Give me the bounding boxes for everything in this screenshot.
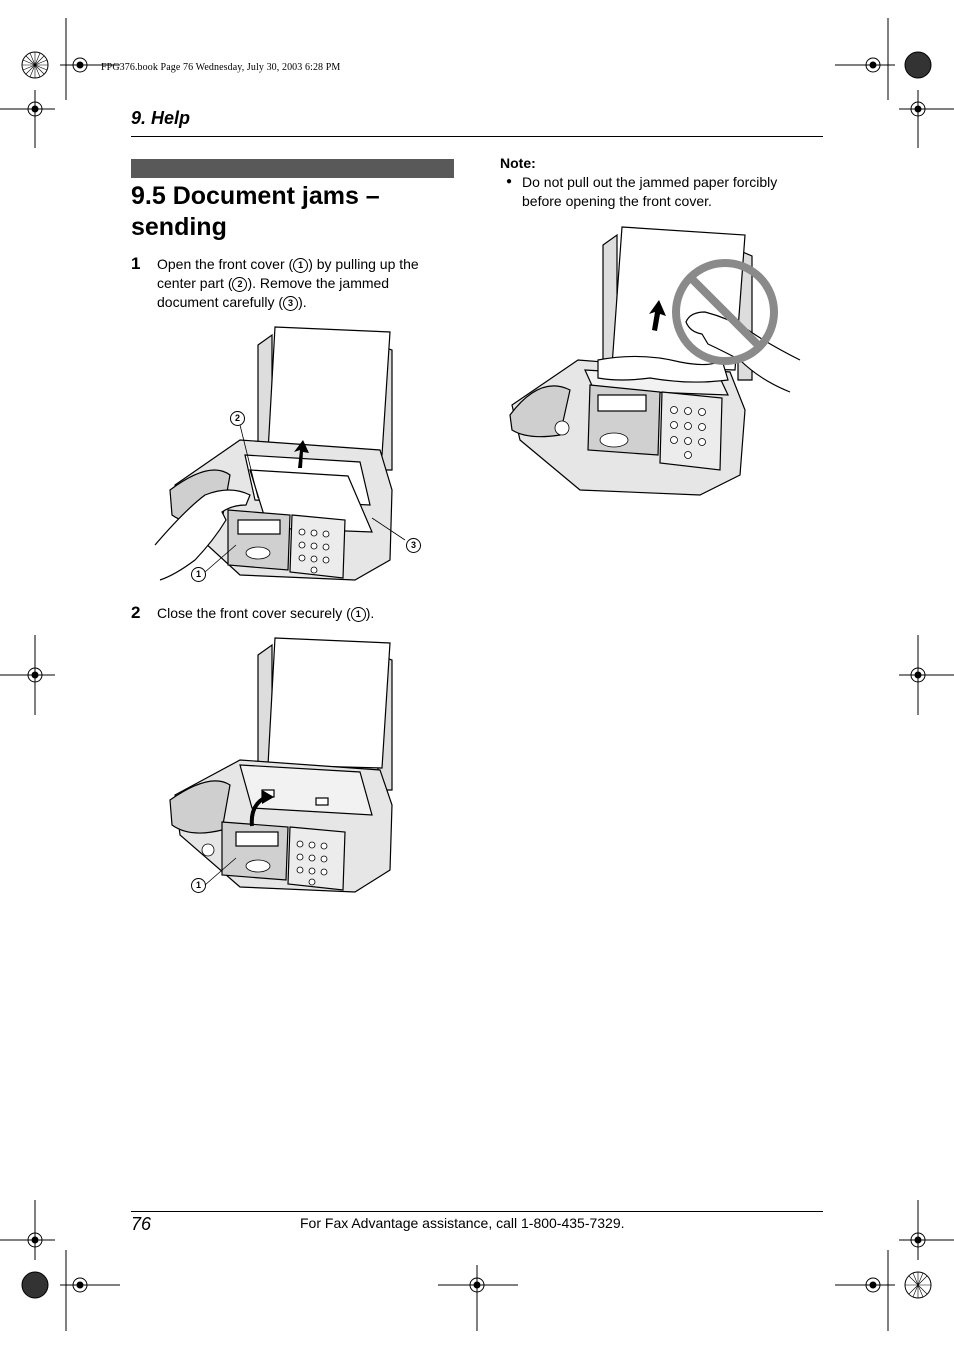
header-rule <box>131 136 823 137</box>
step-1-line-1: Open the front cover (1) by pulling up t… <box>157 256 419 273</box>
step-1-text: Open the front cover (1) by pulling up t… <box>157 255 457 312</box>
page-title-line1: 9.5 Document jams – <box>131 182 380 210</box>
step-2-text: Close the front cover securely (1). <box>157 604 457 623</box>
section-header: 9. Help <box>131 108 191 128</box>
callout-ref: 1 <box>293 258 309 273</box>
note-text: Do not pull out the jammed paper forcibl… <box>522 173 822 211</box>
assistance-text: For Fax Advantage assistance, call 1-800… <box>300 1215 625 1231</box>
callout-ref: 3 <box>283 296 299 311</box>
print-info: FPG376.book Page 76 Wednesday, July 30, … <box>101 62 341 73</box>
step-1-line-3: document carefully (3). <box>157 294 307 311</box>
note-title: Note: <box>500 155 536 171</box>
footer-rule <box>131 1211 823 1212</box>
callout-1: 1 <box>191 567 206 582</box>
note-line-1: Do not pull out the jammed paper forcibl… <box>522 174 778 190</box>
bullet-icon: ● <box>506 176 513 187</box>
callout-2: 2 <box>230 411 245 426</box>
step-number: 2 <box>131 603 141 622</box>
callout-ref: 1 <box>350 607 366 622</box>
note-line-2: before opening the front cover. <box>522 193 712 209</box>
page-title-line2: sending <box>131 213 227 241</box>
callout-1: 1 <box>191 878 206 893</box>
step-1-line-2: center part (2). Remove the jammed <box>157 275 390 292</box>
page-title: 9.5 Document jams – sending <box>131 181 380 243</box>
step-number: 1 <box>131 254 141 273</box>
step-2-line-1: Close the front cover securely (1). <box>157 605 375 622</box>
page-number: 76 <box>131 1214 152 1234</box>
callout-ref: 2 <box>232 277 248 292</box>
callout-3: 3 <box>406 538 421 553</box>
title-bar <box>131 159 454 178</box>
